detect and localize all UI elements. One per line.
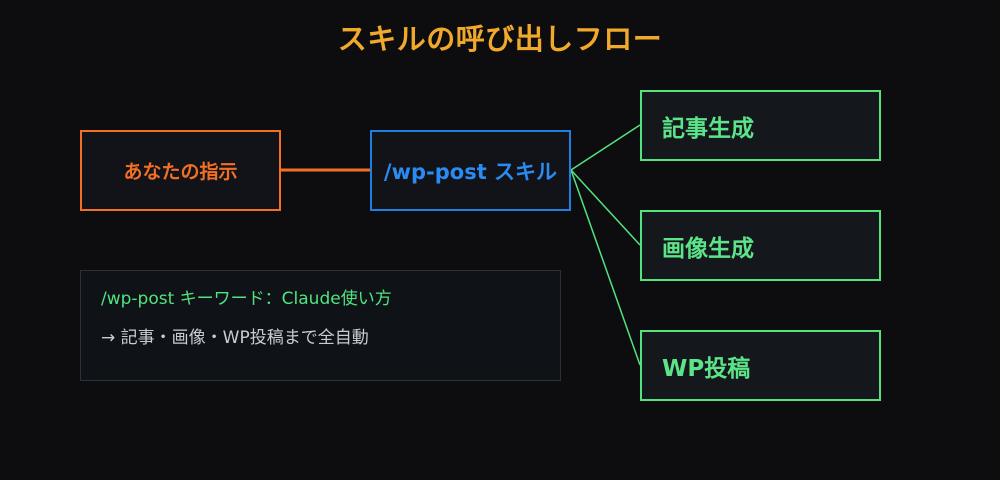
connector-skill-to-image <box>570 169 641 246</box>
output-node-wp-post: WP投稿 <box>640 330 881 401</box>
instruction-node-label: あなたの指示 <box>123 161 238 183</box>
output-node-image: 画像生成 <box>640 210 881 281</box>
output-node-article: 記事生成 <box>640 90 881 161</box>
output-node-wp-post-label: WP投稿 <box>662 355 751 382</box>
diagram-title: スキルの呼び出しフロー <box>337 22 663 56</box>
connector-skill-to-article <box>570 124 641 171</box>
usage-note-description: → 記事・画像・WP投稿まで全自動 <box>101 328 369 348</box>
output-node-image-label: 画像生成 <box>662 235 754 262</box>
usage-note-command: /wp-post キーワード：Claude使い方 <box>101 289 392 309</box>
connector-skill-to-wp-post <box>570 169 641 366</box>
skill-node-label: /wp-post スキル <box>383 159 558 184</box>
output-node-article-label: 記事生成 <box>662 115 754 142</box>
skill-node: /wp-post スキル <box>370 130 571 211</box>
instruction-node: あなたの指示 <box>80 130 281 211</box>
usage-note: /wp-post キーワード：Claude使い方 → 記事・画像・WP投稿まで全… <box>80 270 561 381</box>
